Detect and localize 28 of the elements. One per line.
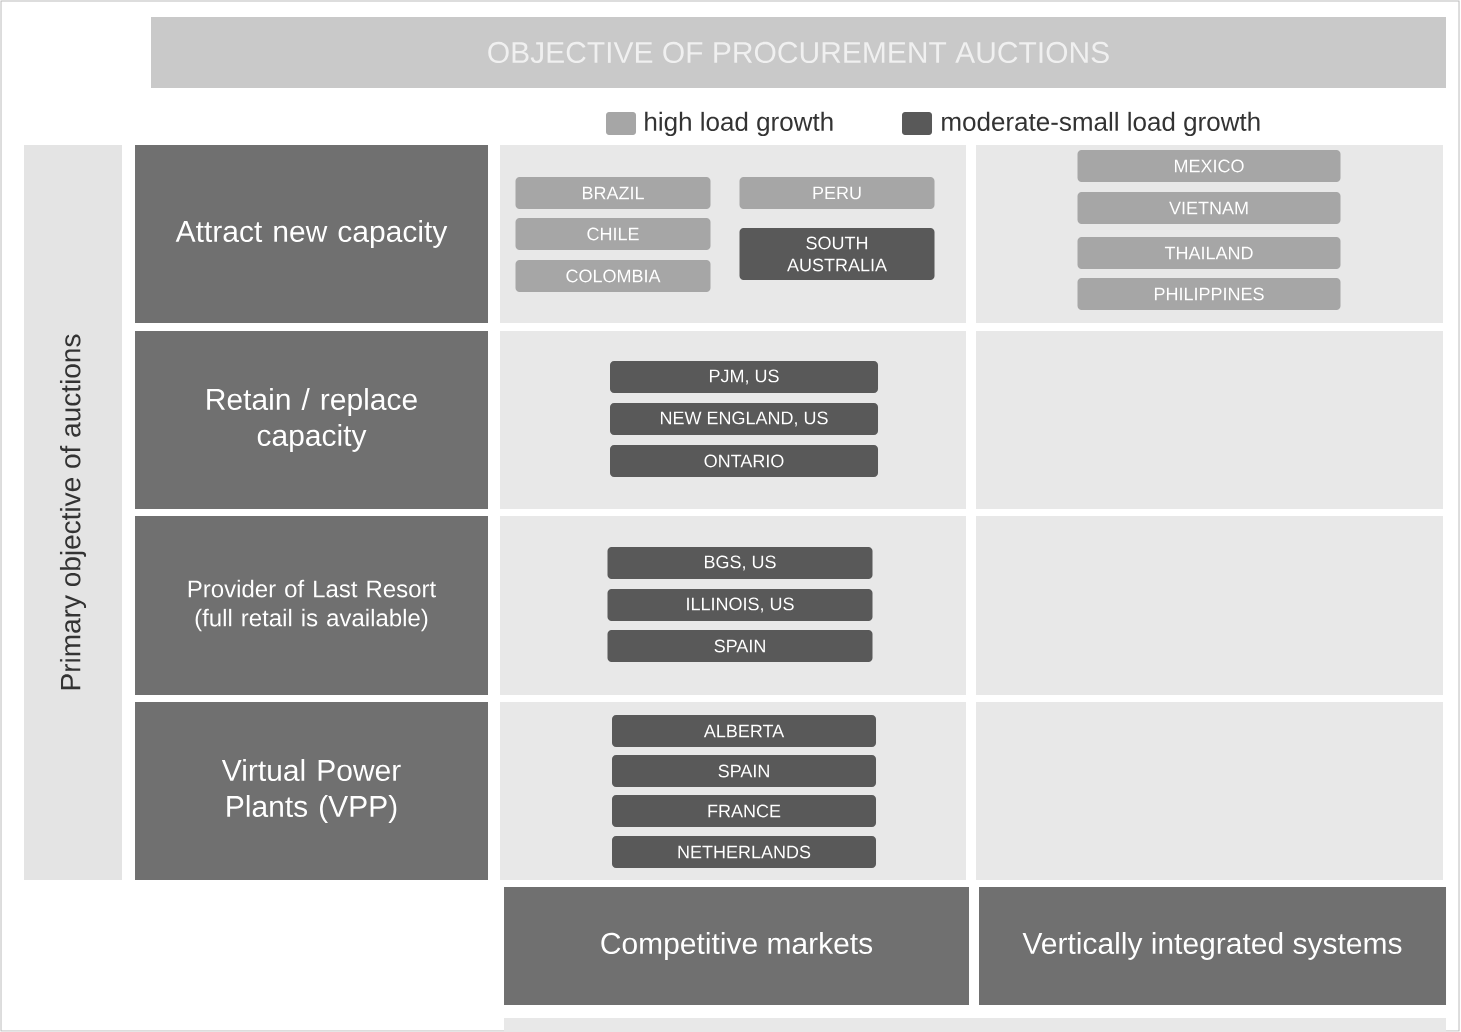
column-header: Vertically integrated systems xyxy=(979,887,1446,1005)
column-header: Competitive markets xyxy=(504,887,969,1005)
country-tag: PJM, US xyxy=(610,361,878,393)
country-tag: COLOMBIA xyxy=(515,260,711,292)
country-tag: THAILAND xyxy=(1077,237,1341,269)
country-tag: SOUTH AUSTRALIA xyxy=(739,228,935,280)
country-tag: ALBERTA xyxy=(612,715,876,747)
row-header: Retain / replace capacity xyxy=(135,331,488,509)
country-tag: MEXICO xyxy=(1077,150,1341,182)
legend-label: high load growth xyxy=(645,111,833,137)
row-header: Attract new capacity xyxy=(135,145,488,323)
country-tag: ILLINOIS, US xyxy=(607,589,873,621)
country-tag: BGS, US xyxy=(607,547,873,579)
row-header: Virtual Power Plants (VPP) xyxy=(135,702,488,880)
legend-label: moderate-small load growth xyxy=(942,111,1260,137)
country-tag: SPAIN xyxy=(607,630,873,662)
country-tag: NEW ENGLAND, US xyxy=(610,403,878,435)
country-tag: FRANCE xyxy=(612,795,876,827)
axis-title-band: Primary objective of auctions xyxy=(24,145,122,880)
country-tag: CHILE xyxy=(515,218,711,250)
country-tag: NETHERLANDS xyxy=(612,836,876,868)
country-tag: PERU xyxy=(739,177,935,209)
country-tag: BRAZIL xyxy=(515,177,711,209)
country-tag: SPAIN xyxy=(612,755,876,787)
row-header: Provider of Last Resort (full retail is available) xyxy=(135,516,488,695)
country-tag: ONTARIO xyxy=(610,445,878,477)
country-tag: PHILIPPINES xyxy=(1077,278,1341,310)
country-tag: VIETNAM xyxy=(1077,192,1341,224)
